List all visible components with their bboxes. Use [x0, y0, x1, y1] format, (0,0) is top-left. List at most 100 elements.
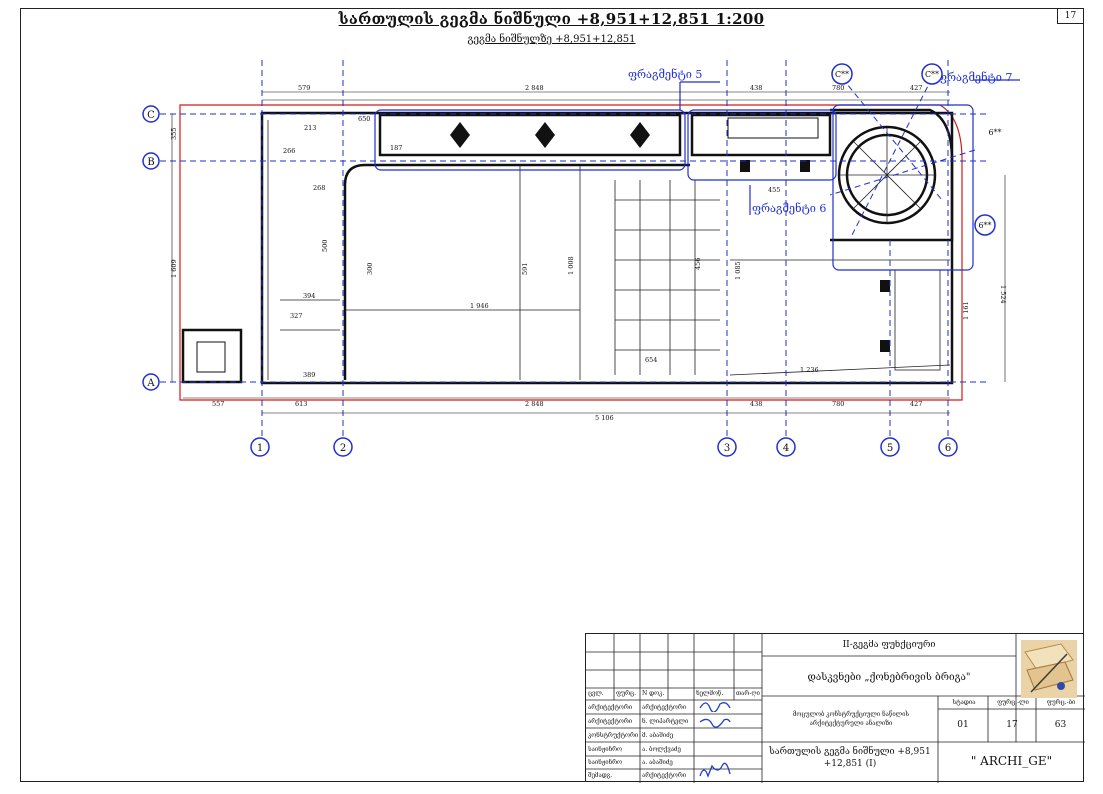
axis-letter-b: B [147, 157, 154, 168]
dim-inner-6: 389 [303, 371, 315, 379]
dim-inner-14: 213 [304, 124, 316, 132]
axis-special-c-2: C** [925, 70, 939, 79]
dim-inner-15: 187 [390, 144, 402, 152]
fragment-labels: ფრაგმენტი 5 ფრაგმენტი 7 ფრაგმენტი 6 [628, 68, 1012, 215]
signature-2 [698, 714, 732, 731]
fragment-label-6: ფრაგმენტი 6 [752, 202, 826, 215]
dim-top-5: 427 [910, 84, 922, 92]
tb-person-6: არქიტექტორი [642, 772, 687, 779]
tb-person-4: ა. ბოლქვაძე [642, 746, 681, 753]
site-outline [179, 104, 963, 401]
axis-number-1: 1 [257, 443, 263, 454]
company-logo [1021, 640, 1077, 698]
dim-bottom-2: 613 [295, 400, 307, 408]
tb-h-1: ცვლ. [588, 690, 604, 697]
dim-inner-18: 654 [645, 356, 657, 364]
tb-person-1: არქიტექტორი [642, 704, 687, 711]
dim-inner-2: 591 [521, 263, 529, 275]
axis-bubble-c [142, 105, 160, 123]
dim-inner-11: 1 085 [734, 261, 742, 280]
title-block-grid [586, 634, 1085, 783]
dim-bottom-4: 438 [750, 400, 762, 408]
tb-person-3: მ. აბაშიძე [642, 732, 674, 739]
fragment-label-5: ფრაგმენტი 5 [628, 68, 702, 81]
fragment-label-7: ფრაგმენტი 7 [938, 71, 1012, 84]
axis-number-texts: 1 2 3 4 5 6 [257, 443, 951, 454]
tb-person-5: ა. აბაშიძე [642, 759, 673, 766]
dim-bottom-1: 557 [212, 400, 224, 408]
walls [181, 108, 954, 385]
dim-inner-17: 268 [313, 184, 325, 192]
tb-role-1: არქიტექტორი [588, 704, 633, 711]
tb-h-2: ფურც. [616, 690, 636, 697]
signature-1 [698, 698, 732, 715]
tb-head-sheets: ფურც.-ბი [1046, 699, 1076, 706]
dim-inner-12: 1 161 [962, 301, 970, 320]
title-block: ცვლ. ფურც. N დოკ. ხელმოწ. თარ-ღი არქიტექ… [585, 633, 1085, 783]
dim-bottom-3: 2 848 [525, 400, 544, 408]
dim-inner-8: 300 [366, 263, 374, 275]
tb-val-stage: 01 [957, 720, 969, 730]
dimension-texts: 579 2 848 438 780 427 557 613 2 848 438 … [170, 84, 1007, 422]
dim-top-4: 780 [832, 84, 844, 92]
tb-role-3: კონსტრუქტორი [588, 732, 639, 739]
signature-3 [698, 762, 732, 783]
dim-total: 5 106 [595, 414, 614, 422]
dimension-lines [171, 91, 1006, 414]
dim-inner-1: 1 946 [470, 302, 489, 310]
axis-special-texts: C** C** 6** 6** [835, 70, 1002, 230]
dim-inner-19: 456 [694, 258, 702, 270]
fragment-boxes [374, 79, 1020, 271]
sheet-number: 17 [1057, 8, 1084, 24]
dim-top-2: 2 848 [525, 84, 544, 92]
tb-role-6: შემადგ. [588, 772, 613, 779]
tb-h-5: თარ-ღი [736, 690, 760, 697]
drawing-title: სართულის გეგმა ნიშნული +8,951+12,851 1:2… [338, 10, 765, 28]
ornaments [196, 117, 890, 373]
tb-org: II-გეგმა ფუნქციური [842, 640, 936, 650]
tb-drawing-name: სართულის გეგმა ნიშნული +8,951 +12,851 (I… [769, 747, 931, 769]
axis-number-2: 2 [340, 443, 346, 454]
dim-left-2: 1 609 [170, 259, 178, 278]
dim-bottom-5: 780 [832, 400, 844, 408]
interior-lines [267, 120, 951, 380]
tb-person-2: ნ. ლიპარტელი [642, 718, 689, 725]
dim-top-1: 579 [298, 84, 310, 92]
axis-bubble-b [142, 152, 160, 170]
dim-inner-5: 394 [303, 292, 315, 300]
axis-special-6-2: 6** [978, 221, 991, 230]
axis-special-c-1: C** [835, 70, 849, 79]
dim-right-1: 1 524 [999, 285, 1007, 304]
dim-inner-10: 455 [768, 186, 780, 194]
axis-letter-texts: C B A [146, 110, 155, 389]
dim-inner-16: 650 [358, 115, 370, 123]
tb-role-2: არქიტექტორი [588, 718, 633, 725]
axis-special-6-1: 6** [988, 128, 1001, 137]
drawing-subtitle: გეგმა ნიშნულზე +8,951+12,851 [467, 34, 636, 45]
tb-head-stage: სტადია [952, 699, 976, 706]
tb-h-4: ხელმოწ. [696, 690, 724, 697]
dim-inner-7: 266 [283, 147, 295, 155]
dim-top-3: 438 [750, 84, 762, 92]
axis-number-5: 5 [887, 443, 893, 454]
axis-grid [160, 60, 990, 438]
tb-company: " ARCHI_GE" [970, 754, 1053, 768]
axis-number-4: 4 [783, 443, 789, 454]
axis-number-6: 6 [945, 443, 951, 454]
axis-number-3: 3 [724, 443, 730, 454]
tb-val-sheet: 17 [1006, 720, 1018, 730]
dim-bottom-6: 427 [910, 400, 922, 408]
dim-inner-3: 1 008 [567, 256, 575, 275]
drawing-sheet-border [20, 8, 1084, 782]
tb-h-3: N დოკ. [642, 690, 665, 697]
tb-stage-text: მოცულობ კონსტრუქციული ნაწილის არქიტექტურ… [792, 711, 910, 727]
dim-inner-4: 1 236 [800, 366, 819, 374]
axis-letter-a: A [146, 378, 155, 389]
axis-letter-bubbles [142, 105, 160, 391]
tb-role-5: საინჟინრო [588, 759, 623, 766]
tb-project: დასკვნები „ქონებრივის ბრიგა" [807, 672, 971, 683]
dim-inner-9: 500 [321, 240, 329, 252]
axis-letter-c: C [147, 110, 155, 121]
tb-val-sheets: 63 [1054, 720, 1067, 730]
